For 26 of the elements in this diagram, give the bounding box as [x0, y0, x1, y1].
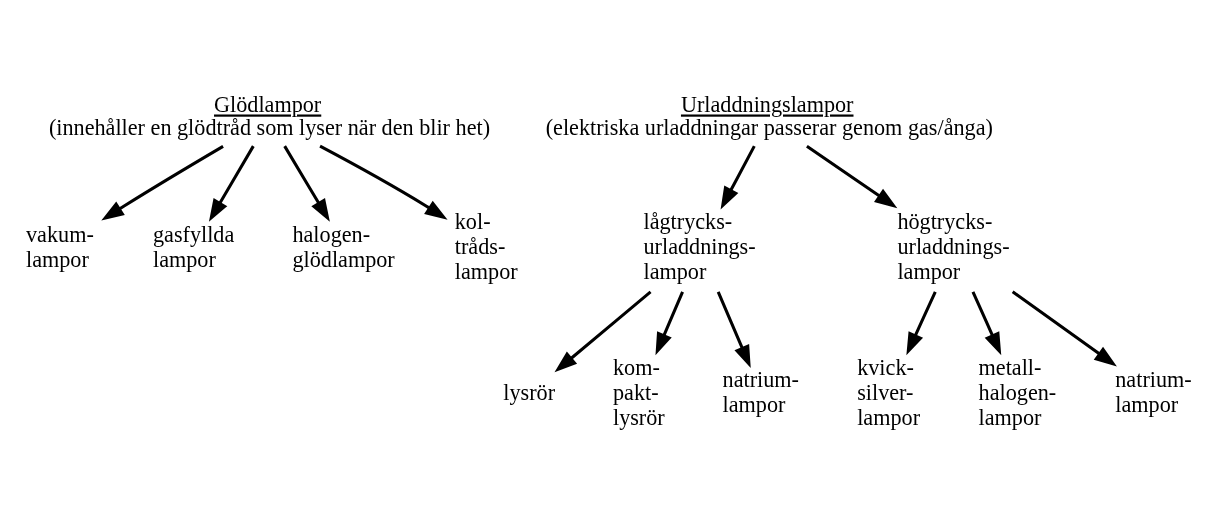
arrow	[971, 290, 1002, 355]
node-text: kol- tråds- lampor	[454, 208, 518, 284]
arrow	[1011, 290, 1117, 366]
node-text: vakum- lampor	[26, 221, 94, 271]
node-text: Urladdningslampor (elektriska urladdningar passerar genom gas/ånga)	[545, 91, 993, 140]
node-text: Glödlampor (innehåller en glödtråd som lyser när den blir het)	[48, 91, 491, 140]
node-text: natrium- lampor	[1115, 366, 1192, 417]
node-text: lysrör	[503, 379, 556, 405]
arrow	[906, 290, 937, 355]
arrow	[319, 144, 448, 220]
arrow	[806, 144, 898, 208]
node-text: kvick- silver- lampor	[857, 354, 921, 430]
node-text: högtrycks- urladdnings- lampor	[897, 208, 1010, 284]
node-text: metall- halogen- lampor	[978, 354, 1057, 430]
arrow	[283, 144, 330, 222]
arrow	[101, 144, 224, 220]
arrow	[554, 290, 652, 372]
node-text: gasfyllda lampor	[152, 221, 235, 271]
node-text: lågtrycks- urladdnings- lampor	[643, 208, 756, 284]
arrow	[208, 144, 255, 222]
arrow	[655, 290, 684, 355]
node-text: natrium- lampor	[722, 366, 799, 417]
arrow	[720, 144, 756, 209]
node-text: kom- pakt- lysrör	[612, 354, 665, 430]
node-text: halogen- glödlampor	[292, 221, 395, 271]
arrow	[716, 290, 751, 368]
